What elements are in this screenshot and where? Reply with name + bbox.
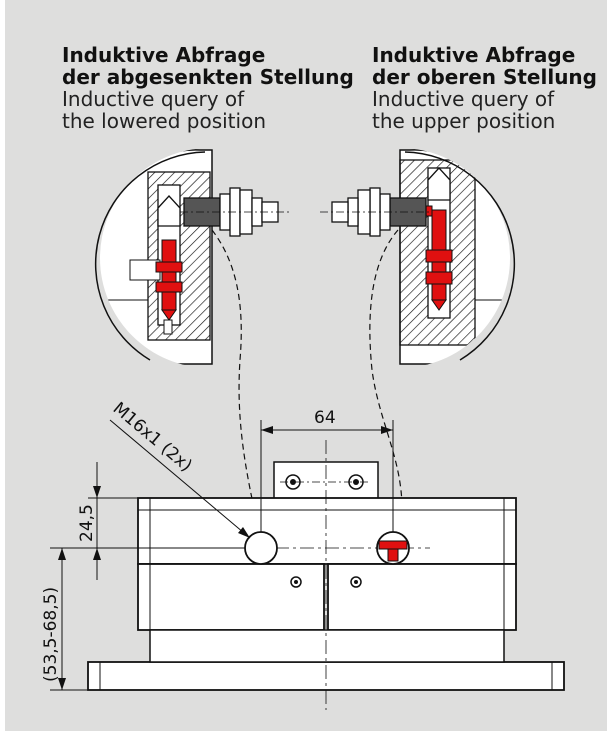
detail-lowered-position	[94, 149, 290, 536]
dimension-height-range: (53,5-68,5)	[41, 547, 88, 691]
caption-lowered-de-line1: Induktive Abfrage	[62, 43, 266, 67]
caption-lowered-position: Induktive Abfrage der abgesenkten Stellu…	[62, 44, 354, 132]
caption-upper-de-line2: der oberen Stellung	[372, 65, 597, 89]
lowered-plunger	[155, 195, 183, 335]
lowered-cable-path	[211, 229, 261, 536]
caption-upper-en-line1: Inductive query of	[372, 87, 555, 111]
detail-upper-position	[320, 149, 516, 536]
caption-lowered-en-line2: the lowered position	[62, 109, 266, 133]
caption-lowered-en-line1: Inductive query of	[62, 87, 245, 111]
dimension-spacing-label: 64	[314, 408, 336, 428]
caption-upper-de-line1: Induktive Abfrage	[372, 43, 576, 67]
caption-upper-position: Induktive Abfrage der oberen Stellung In…	[372, 44, 597, 132]
main-assembly	[87, 440, 565, 710]
caption-lowered-de-line2: der abgesenkten Stellung	[62, 65, 354, 89]
lower-block-right	[327, 563, 517, 631]
lower-block-left	[137, 563, 325, 631]
caption-upper-en-line2: the upper position	[372, 109, 556, 133]
upper-block	[137, 497, 517, 565]
upper-inductive-sensor	[320, 187, 430, 237]
dimension-height-range-label: (53,5-68,5)	[41, 587, 61, 682]
sensor-port-lowered	[244, 531, 278, 565]
base-neck	[149, 629, 505, 663]
dimension-thread-label: M16x1 (2x)	[109, 399, 196, 477]
upper-cable-path	[369, 229, 403, 536]
dimension-height-upper-label: 24,5	[77, 504, 97, 542]
dimension-height-upper: 24,5	[77, 462, 245, 580]
dimension-spacing: 64	[260, 408, 394, 532]
lowered-inductive-sensor	[180, 187, 290, 237]
